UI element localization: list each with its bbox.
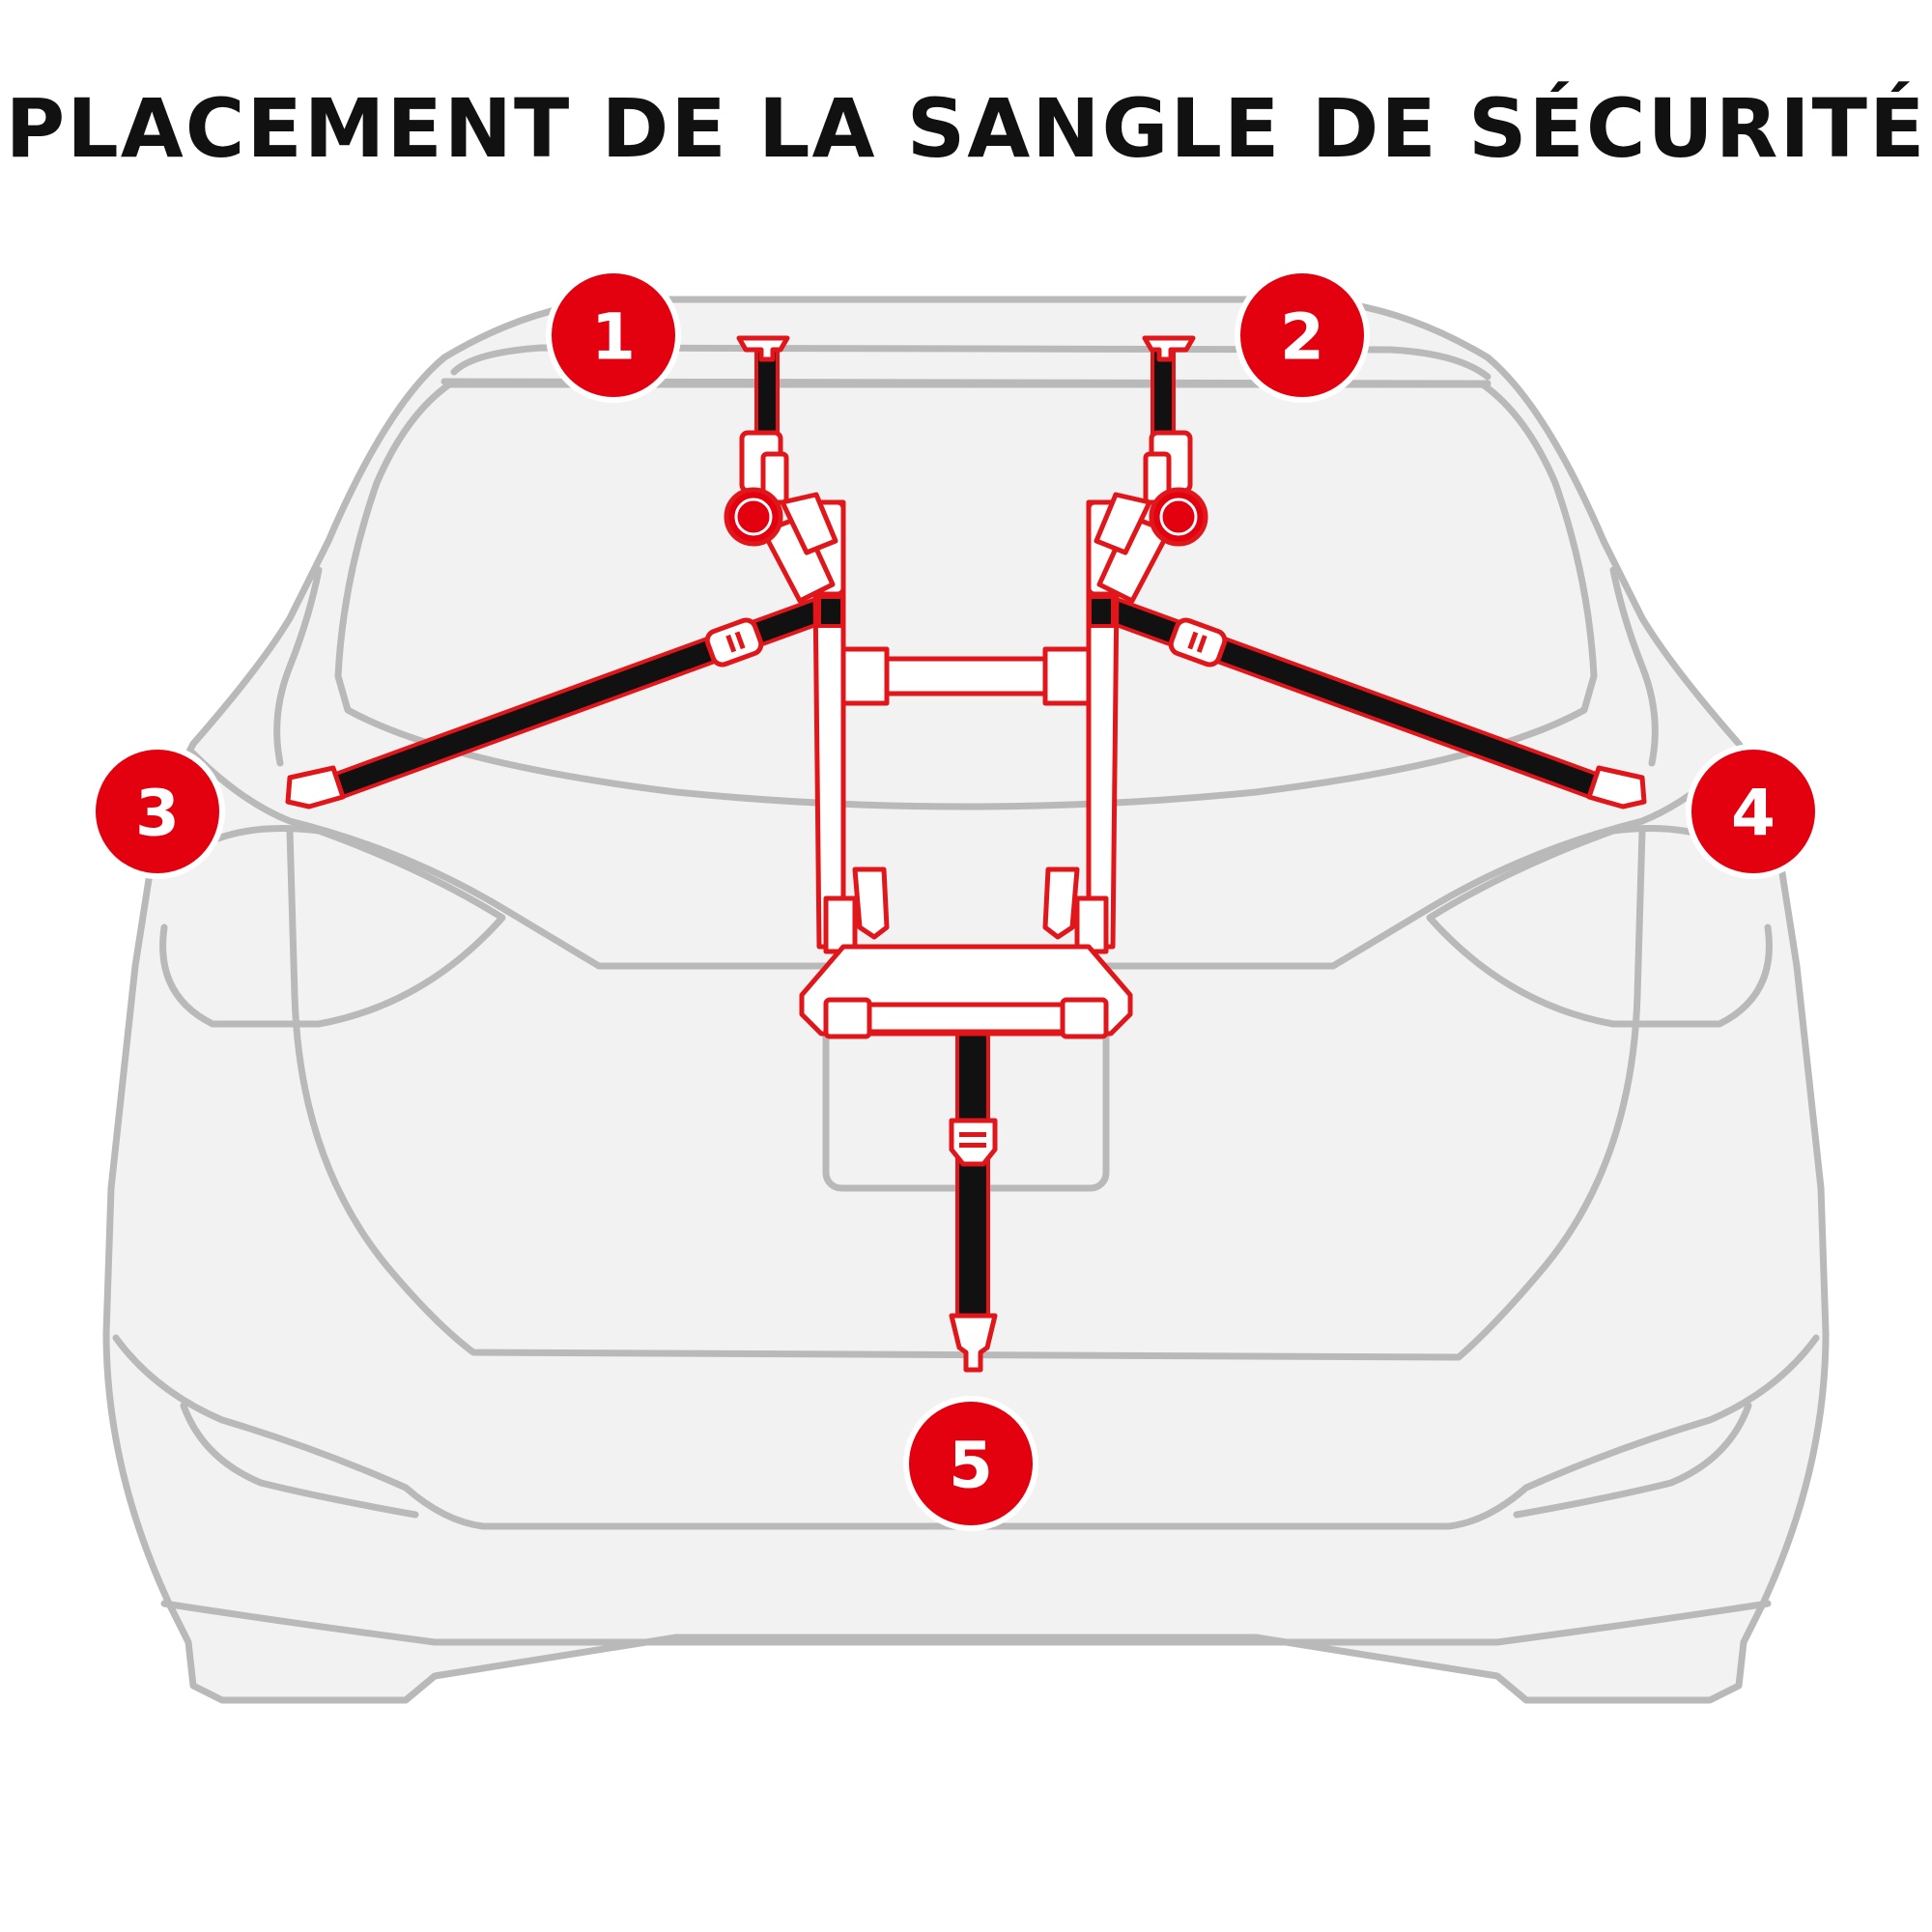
left-pillar xyxy=(273,566,323,767)
rack-cross-bar xyxy=(881,656,1051,696)
strap-top-right xyxy=(1151,346,1176,446)
rack-base-left-pad xyxy=(823,997,872,1039)
rear-window xyxy=(334,381,1598,810)
rack-base-right-pad xyxy=(1060,997,1109,1039)
hook-bottom xyxy=(949,1313,998,1373)
hook-top-right xyxy=(1142,335,1196,362)
marker-1-label: 1 xyxy=(591,300,636,375)
marker-1: 1 xyxy=(546,268,681,403)
marker-5-label: 5 xyxy=(949,1429,993,1503)
diagram-title: PLACEMENT DE LA SANGLE DE SÉCURITÉ xyxy=(5,81,1927,176)
left-reflector xyxy=(180,1402,419,1519)
rack-right-strap-mount xyxy=(1088,595,1115,628)
marker-2-label: 2 xyxy=(1280,300,1324,375)
marker-2: 2 xyxy=(1235,268,1370,403)
hook-top-left xyxy=(736,335,790,362)
buckle-bottom xyxy=(949,1118,998,1167)
right-tail-light xyxy=(1426,825,1773,1028)
left-tail-light xyxy=(159,825,506,1028)
hook-side-left xyxy=(285,765,346,810)
rack-lower-right-knob xyxy=(1042,867,1080,940)
rack-lower-left-knob xyxy=(852,867,890,940)
marker-3-label: 3 xyxy=(135,777,180,851)
buckle-side-right xyxy=(1168,617,1228,668)
bike-rack xyxy=(724,430,1208,1039)
rack-lower-left-clamp xyxy=(823,895,858,954)
rack-cross-left-clamp xyxy=(840,646,890,706)
roof-band xyxy=(450,344,1492,381)
hook-side-right xyxy=(1586,765,1647,810)
right-reflector xyxy=(1513,1402,1752,1519)
marker-4: 4 xyxy=(1686,744,1821,879)
right-pillar xyxy=(1609,566,1659,767)
rack-left-joint xyxy=(724,430,838,604)
marker-4-label: 4 xyxy=(1731,777,1776,851)
buckle-side-left xyxy=(704,617,764,668)
rack-left-strap-mount xyxy=(817,595,844,628)
strap-top-left xyxy=(754,346,780,446)
rack-cross-right-clamp xyxy=(1042,646,1092,706)
rack-lower-right-clamp xyxy=(1074,895,1109,954)
marker-3: 3 xyxy=(90,744,225,879)
hooks xyxy=(285,335,1647,1373)
lower-valance xyxy=(160,1600,1772,1646)
rack-right-joint xyxy=(1094,430,1208,604)
rack-base-bar xyxy=(867,1002,1065,1035)
marker-5: 5 xyxy=(903,1396,1038,1531)
